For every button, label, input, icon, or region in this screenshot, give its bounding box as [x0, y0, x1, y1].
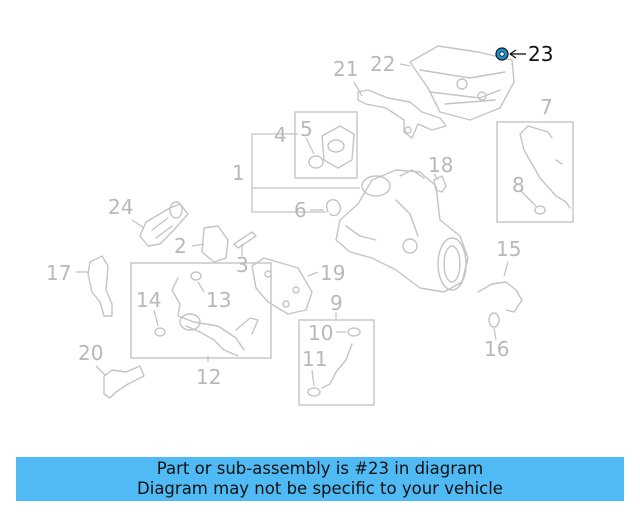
part-16-ring: [488, 312, 500, 328]
callout-17: 17: [46, 261, 71, 285]
callout-1: 1: [232, 161, 245, 185]
callout-20: 20: [78, 341, 103, 365]
part-23-nut: [495, 47, 509, 61]
callout-8: 8: [512, 173, 525, 197]
callout-6: 6: [294, 198, 307, 222]
part-13-ring: [190, 271, 202, 281]
callout-18: 18: [428, 153, 453, 177]
callout-15: 15: [496, 237, 521, 261]
part-9-pipe: [321, 343, 353, 389]
part-5-connector: [321, 125, 355, 169]
part-15-line: [477, 281, 523, 313]
callout-19: 19: [320, 261, 345, 285]
banner-line-1: Part or sub-assembly is #23 in diagram: [156, 459, 484, 478]
box-group-12: [130, 262, 272, 359]
info-banner: Part or sub-assembly is #23 in diagram D…: [16, 457, 624, 501]
part-19-plate: [251, 257, 313, 315]
part-24-hose: [139, 201, 189, 247]
part-10-seal: [347, 327, 361, 337]
callout-24: 24: [108, 195, 133, 219]
callout-13: 13: [206, 288, 231, 312]
part-3-bolt: [233, 231, 257, 249]
callout-10: 10: [308, 321, 333, 345]
part-7-pipe: [519, 125, 571, 209]
callout-22: 22: [370, 52, 395, 76]
box-group-4-5: [294, 111, 358, 179]
banner-line-2: Diagram may not be specific to your vehi…: [137, 479, 503, 498]
part-6-clip: [326, 199, 342, 217]
callout-23: 23: [528, 42, 553, 66]
part-20-bracket: [103, 365, 145, 399]
part-11-seal: [307, 387, 321, 397]
callout-4: 4: [274, 123, 287, 147]
callout-2: 2: [174, 234, 187, 258]
part-17-bracket: [87, 255, 113, 317]
part-12-pipe-assembly: [171, 277, 259, 357]
callout-5: 5: [300, 117, 313, 141]
callout-21: 21: [333, 57, 358, 81]
callout-11: 11: [302, 347, 327, 371]
part-18-fitting: [433, 175, 447, 193]
part-2-gasket: [201, 225, 229, 263]
callout-14: 14: [136, 288, 161, 312]
part-8-washer: [534, 205, 546, 215]
part-4-gasket: [308, 155, 324, 169]
callout-16: 16: [484, 337, 509, 361]
part-14-washer: [154, 327, 166, 337]
callout-12: 12: [196, 365, 221, 389]
part-21-bracket: [357, 89, 447, 139]
callout-9: 9: [330, 291, 343, 315]
box-group-7-8: [496, 121, 574, 223]
callout-3: 3: [236, 253, 249, 277]
parts-diagram: 23 22 21 7 4 5 1 18 8 6 24 2 3 17 19 15 …: [46, 42, 574, 406]
part-1-turbocharger: [335, 169, 469, 293]
part-22-heat-shield: [409, 45, 515, 121]
callout-7: 7: [540, 95, 553, 119]
